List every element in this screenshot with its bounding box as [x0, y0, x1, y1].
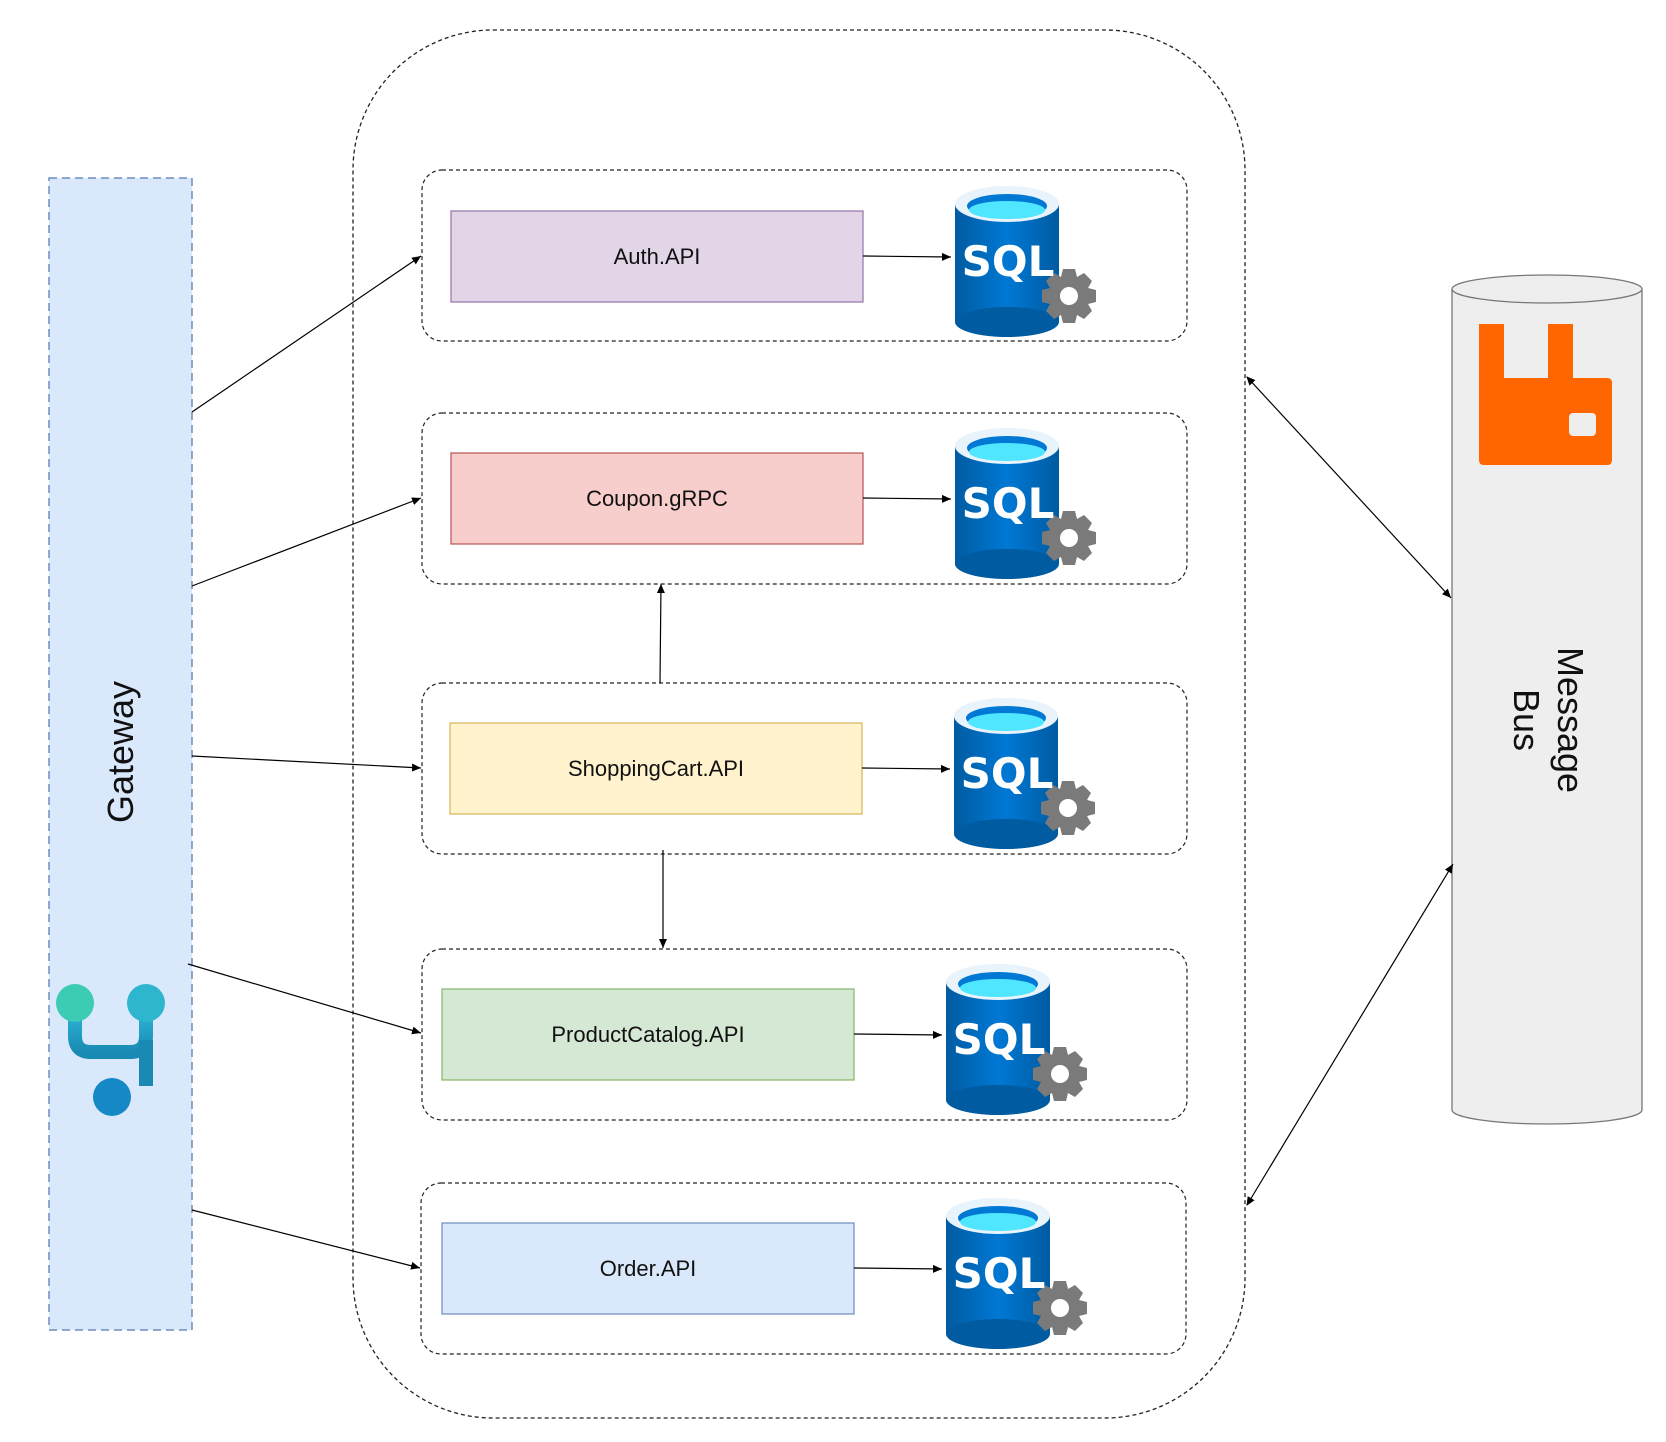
message-bus-label-line1: Message	[1550, 647, 1591, 793]
rabbitmq-icon	[1479, 324, 1612, 465]
service-row-order: Order.API SQL	[420, 1182, 1187, 1355]
gateway[interactable]: Gateway	[48, 177, 193, 1331]
shoppingcart-api-label: ShoppingCart.API	[568, 756, 744, 781]
productcatalog-api-box[interactable]	[441, 988, 855, 1081]
svg-text:SQL: SQL	[953, 1249, 1046, 1298]
sql-database-icon: SQL	[954, 698, 1095, 849]
api-gateway-icon	[56, 984, 165, 1116]
services-group-container	[352, 29, 1246, 1419]
sql-database-icon: SQL	[946, 964, 1087, 1115]
productcatalog-api-label: ProductCatalog.API	[551, 1022, 744, 1047]
sql-database-icon: SQL	[955, 186, 1096, 337]
message-bus-label-line2: Bus	[1506, 689, 1547, 751]
svg-text:SQL: SQL	[962, 479, 1055, 528]
svg-text:SQL: SQL	[962, 237, 1055, 286]
gateway-label: Gateway	[100, 681, 141, 823]
gateway-connectors	[187, 255, 422, 1270]
message-bus-connectors	[1246, 376, 1454, 1206]
service-row-productcatalog: ProductCatalog.API SQL	[421, 948, 1188, 1121]
order-api-label: Order.API	[600, 1256, 697, 1281]
service-connectors	[656, 583, 667, 948]
service-row-shoppingcart: ShoppingCart.API SQL	[421, 682, 1188, 855]
service-row-coupon: Coupon.gRPC SQL	[421, 412, 1188, 585]
coupon-grpc-label: Coupon.gRPC	[586, 486, 728, 511]
svg-text:SQL: SQL	[953, 1015, 1046, 1064]
service-row-auth: Auth.API SQL	[421, 169, 1188, 342]
sql-database-icon: SQL	[946, 1198, 1087, 1349]
auth-api-box[interactable]	[450, 210, 864, 303]
message-bus[interactable]: Message Bus	[1451, 274, 1643, 1125]
order-api-box[interactable]	[441, 1222, 855, 1315]
svg-text:SQL: SQL	[961, 749, 1054, 798]
shoppingcart-api-box[interactable]	[449, 722, 863, 815]
sql-database-icon: SQL	[955, 428, 1096, 579]
auth-api-label: Auth.API	[614, 244, 701, 269]
